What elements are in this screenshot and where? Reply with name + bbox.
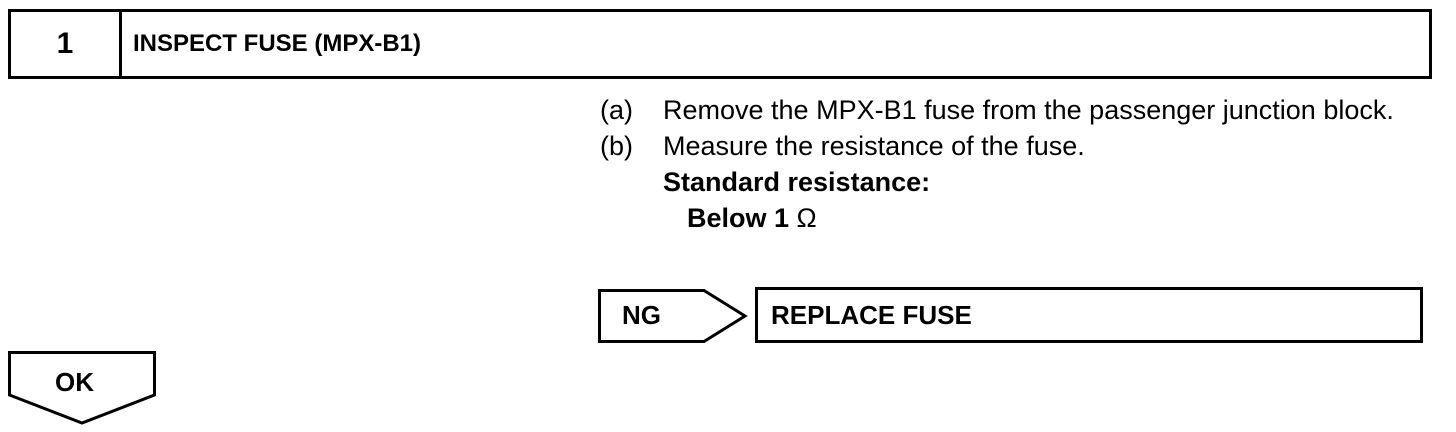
standard-resistance-value: Below 1 Ω — [687, 200, 1420, 236]
standard-resistance-label: Standard resistance: — [663, 167, 931, 197]
instruction-marker: (b) — [600, 131, 633, 161]
ng-arrow-shape — [598, 289, 748, 343]
step-number: 1 — [11, 12, 122, 76]
standard-value-text: Below 1 — [687, 203, 790, 233]
instructions: (a) Remove the MPX-B1 fuse from the pass… — [600, 92, 1420, 236]
ok-arrow-shape — [8, 351, 156, 425]
ok-label: OK — [55, 367, 94, 397]
ng-label: NG — [622, 300, 661, 330]
step-header: 1 INSPECT FUSE (MPX-B1) — [8, 9, 1432, 79]
instruction-item: (b) Measure the resistance of the fuse. — [600, 128, 1420, 164]
instruction-marker: (a) — [600, 95, 633, 125]
instruction-text: Measure the resistance of the fuse. — [663, 131, 1085, 161]
ohm-unit: Ω — [796, 203, 817, 233]
instruction-item: (a) Remove the MPX-B1 fuse from the pass… — [600, 92, 1420, 128]
replace-fuse-box: REPLACE FUSE — [755, 287, 1423, 343]
step-title: INSPECT FUSE (MPX-B1) — [133, 30, 422, 57]
instruction-text: Remove the MPX-B1 fuse from the passenge… — [663, 95, 1394, 125]
replace-fuse-text: REPLACE FUSE — [771, 299, 972, 330]
